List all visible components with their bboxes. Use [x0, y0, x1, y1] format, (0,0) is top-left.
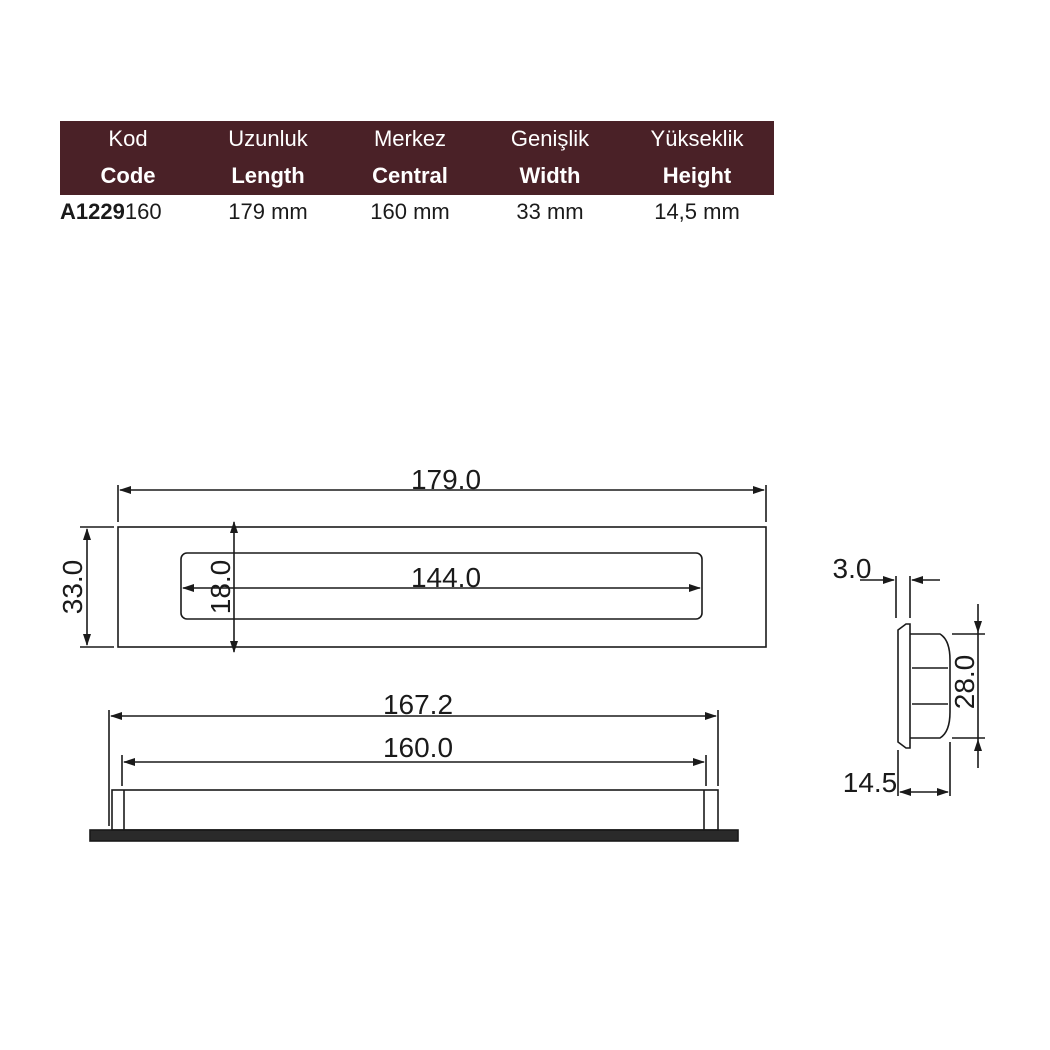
spec-table-header-row: Kod Code Uzunluk Length Merkez Central G… — [60, 121, 774, 195]
header-length-tr: Uzunluk — [228, 126, 308, 151]
handle-base-outline — [89, 829, 739, 842]
header-height-tr: Yükseklik — [650, 126, 744, 151]
label-plate-thickness: 3.0 — [833, 553, 872, 584]
handle-plate-outline — [117, 526, 767, 648]
cell-height: 14,5 mm — [654, 199, 740, 224]
cell-code-suffix: 160 — [124, 199, 162, 224]
header-central-tr: Merkez — [373, 126, 447, 151]
spec-table: Kod Code Uzunluk Length Merkez Central G… — [60, 121, 774, 229]
header-width-en: Width — [519, 163, 581, 188]
header-length: Uzunluk Length — [196, 121, 340, 195]
front-view — [89, 710, 739, 842]
header-height-en: Height — [662, 163, 732, 188]
side-plate-outline — [897, 623, 911, 749]
side-body-outline — [910, 633, 951, 739]
top-view — [80, 485, 767, 653]
label-overall-height: 14.5 — [843, 767, 898, 798]
side-view — [860, 576, 985, 796]
label-slot-width: 18.0 — [205, 560, 236, 615]
spec-table-row: A1229160 179 mm 160 mm 33 mm 14,5 mm — [60, 195, 774, 229]
header-code-en: Code — [100, 163, 156, 188]
label-overall-width: 33.0 — [57, 560, 88, 615]
cell-code: A1229160 — [60, 195, 196, 229]
header-central-en: Central — [372, 163, 448, 188]
label-center-distance: 160.0 — [383, 732, 453, 763]
header-width-tr: Genişlik — [510, 126, 590, 151]
header-central: Merkez Central — [340, 121, 480, 195]
header-code: Kod Code — [60, 121, 196, 195]
header-code-tr: Kod — [108, 126, 148, 151]
cell-length: 179 mm — [228, 199, 308, 224]
header-height: Yükseklik Height — [620, 121, 774, 195]
handle-slot-outline — [180, 552, 703, 620]
label-body-height: 28.0 — [949, 655, 980, 710]
cell-width: 33 mm — [516, 199, 584, 224]
cell-code-prefix: A1229 — [60, 199, 125, 224]
header-width: Genişlik Width — [480, 121, 620, 195]
handle-body-outline — [111, 789, 719, 831]
cell-central: 160 mm — [370, 199, 450, 224]
header-length-en: Length — [231, 163, 305, 188]
label-slot-length: 144.0 — [411, 562, 481, 593]
label-base-length: 167.2 — [383, 689, 453, 720]
label-overall-length: 179.0 — [411, 464, 481, 495]
